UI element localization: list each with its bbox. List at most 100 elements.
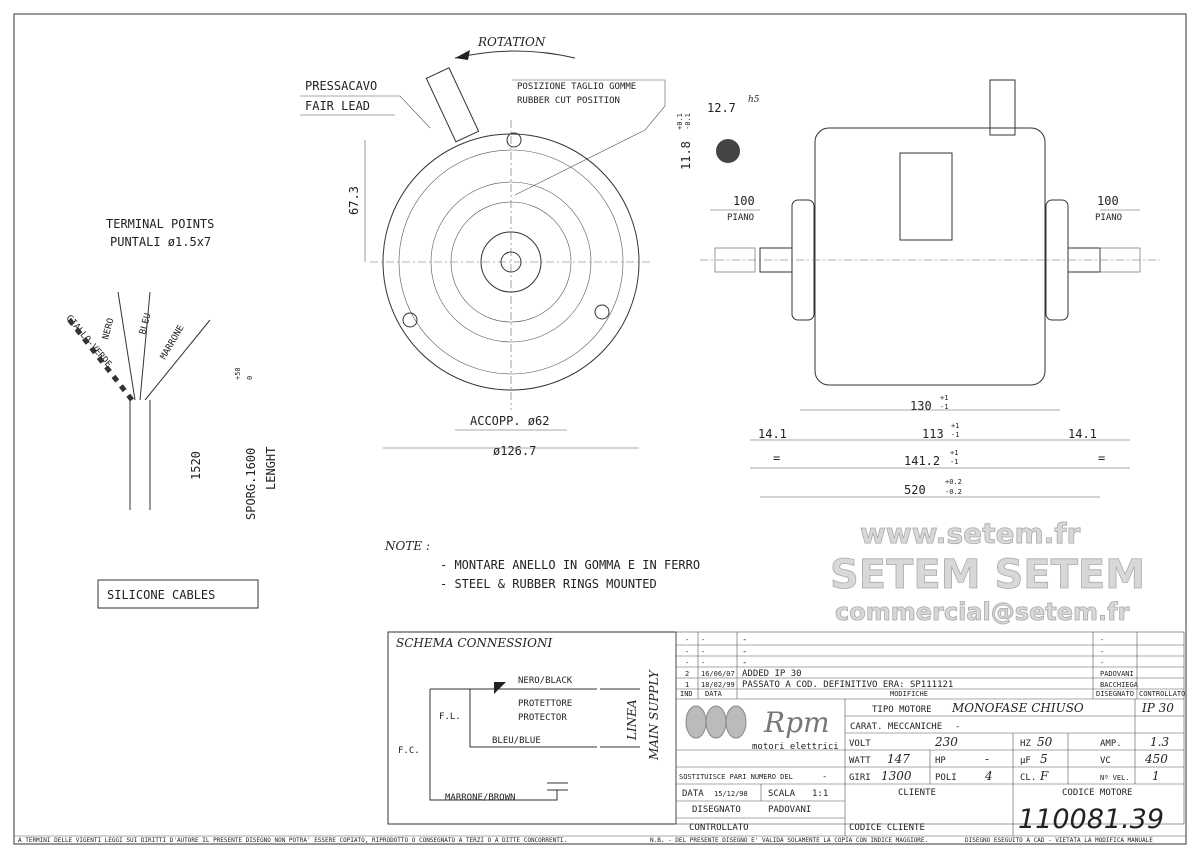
svg-text:450: 450: [1144, 752, 1168, 766]
schema-title: SCHEMA CONNESSIONI: [396, 636, 552, 650]
motor-side-view: [700, 79, 1160, 386]
svg-text:4: 4: [984, 769, 993, 783]
motor-code: 110081.39: [1018, 804, 1164, 835]
revision-ind: 2: [685, 670, 689, 678]
tol-plus: +1: [940, 394, 948, 402]
svg-text:CODICE CLIENTE: CODICE CLIENTE: [849, 823, 925, 833]
svg-text:TIPO MOTORE: TIPO MOTORE: [872, 705, 932, 715]
svg-text:SCALA: SCALA: [768, 789, 796, 799]
note-title: NOTE :: [384, 539, 430, 553]
svg-text:15/12/98: 15/12/98: [714, 790, 748, 798]
silicone-box: [97, 579, 259, 609]
schema-wiring: [429, 688, 640, 801]
revision-dis: PADOVANI: [1100, 670, 1134, 678]
watermark-brand: SETEM SETEM: [830, 552, 1145, 598]
key-dimension: 11.8: [679, 141, 693, 170]
piano-right: PIANO: [1095, 213, 1122, 223]
schema-protector: PROTECTOR: [518, 713, 567, 723]
dim-520: 520: [904, 483, 926, 497]
svg-text:MONOFASE CHIUSO: MONOFASE CHIUSO: [951, 701, 1084, 715]
schema-linea: LINEA: [625, 699, 639, 741]
svg-text:230: 230: [934, 735, 958, 749]
schema-fc: F.C.: [398, 746, 420, 756]
svg-text:IP 30: IP 30: [1141, 701, 1174, 715]
silicone-label: SILICONE CABLES: [107, 588, 215, 602]
revision-dis: -: [1100, 648, 1104, 656]
revision-data: -: [701, 659, 705, 667]
revision-dis: BACCHIEGA: [1100, 681, 1139, 689]
drawing-frame: [13, 13, 1187, 845]
svg-text:POLI: POLI: [935, 773, 957, 783]
revision-data: -: [701, 648, 705, 656]
svg-text:1300: 1300: [881, 769, 912, 783]
rubber-cut-it: POSIZIONE TAGLIO GOMME: [517, 82, 636, 92]
svg-text:PADOVANI: PADOVANI: [768, 805, 811, 815]
revision-mod: ADDED IP 30: [742, 669, 802, 679]
motor-front-view: [370, 67, 650, 410]
revision-grid: [675, 631, 1185, 836]
header-controllato: CONTROLLATO: [1139, 690, 1185, 698]
note-2: - STEEL & RUBBER RINGS MOUNTED: [440, 577, 657, 591]
tol-minus: -1: [940, 403, 948, 411]
revision-data: 18/02/99: [701, 681, 735, 689]
logo-name: Rpm: [763, 706, 830, 739]
shaft-diameter: 12.7: [707, 101, 736, 115]
svg-text:CL.: CL.: [1020, 773, 1036, 783]
tol-minus: -0.2: [945, 488, 962, 496]
watermark-url: www.setem.fr: [860, 517, 1080, 550]
dim-lines: [710, 209, 1140, 498]
watermark-email: commercial@setem.fr: [835, 598, 1130, 626]
rotation-label: ROTATION: [477, 35, 546, 49]
header-disegnato: DISEGNATO: [1096, 690, 1134, 698]
piano-dim-left: 100: [733, 194, 755, 208]
dim-1520: 1520: [189, 451, 203, 480]
dim-113: 113: [922, 427, 944, 441]
schema-protettore: PROTETTORE: [518, 699, 572, 709]
dim-67: 67.3: [347, 186, 361, 215]
svg-text:GIRI: GIRI: [849, 773, 871, 783]
svg-text:µF: µF: [1020, 756, 1031, 766]
revision-data: 16/06/07: [701, 670, 735, 678]
dim-130: 130: [910, 399, 932, 413]
svg-text:5: 5: [1040, 752, 1048, 766]
diameter-126: ø126.7: [493, 444, 536, 458]
rotation-arrow-icon: [454, 50, 576, 59]
svg-text:WATT: WATT: [849, 756, 871, 766]
svg-text:CARAT. MECCANICHE: CARAT. MECCANICHE: [850, 722, 942, 732]
schema-bleu: BLEU/BLUE: [492, 736, 541, 746]
svg-text:VC: VC: [1100, 756, 1111, 766]
equal-right: =: [1098, 451, 1105, 465]
svg-text:DISEGNATO: DISEGNATO: [692, 805, 741, 815]
key-tol-minus: -0.1: [684, 113, 692, 130]
header-modifiche: MODIFICHE: [890, 690, 928, 698]
footer-copyright: A TERMINI DELLE VIGENTI LEGGI SUI DIRITT…: [18, 837, 567, 844]
sporg-tol-zero: 0: [246, 376, 254, 380]
revision-mod: -: [742, 635, 747, 645]
cable-bundle: [66, 291, 211, 510]
sporg-tol-plus: +50: [234, 367, 242, 380]
note-1: - MONTARE ANELLO IN GOMMA E IN FERRO: [440, 558, 700, 572]
fair-lead-label-it: PRESSACAVO: [305, 79, 377, 93]
revision-ind: -: [685, 659, 689, 667]
shaft-tolerance: h5: [748, 95, 760, 105]
svg-text:DATA: DATA: [682, 789, 704, 799]
revision-dis: -: [1100, 636, 1104, 644]
svg-text:CLIENTE: CLIENTE: [898, 788, 936, 798]
dim-14-right: 14.1: [1068, 427, 1097, 441]
equal-left: =: [773, 451, 780, 465]
dim-141: 141.2: [904, 454, 940, 468]
wire-nero: NERO: [101, 317, 116, 341]
svg-text:SOSTITUISCE PARI NUMERO DEL: SOSTITUISCE PARI NUMERO DEL: [679, 773, 793, 781]
revision-ind: -: [685, 648, 689, 656]
puntali: PUNTALI ø1.5x7: [110, 235, 211, 249]
svg-text:Nº VEL.: Nº VEL.: [1100, 774, 1130, 782]
svg-text:-: -: [822, 772, 827, 782]
schema-marrone: MARRONE/BROWN: [445, 793, 515, 803]
key-tol-plus: +0.1: [676, 113, 684, 130]
revision-ind: 1: [685, 681, 689, 689]
svg-text:CONTROLLATO: CONTROLLATO: [689, 823, 749, 833]
revision-mod: PASSATO A COD. DEFINITIVO ERA: SP111121: [742, 680, 953, 690]
svg-text:50: 50: [1037, 735, 1053, 749]
